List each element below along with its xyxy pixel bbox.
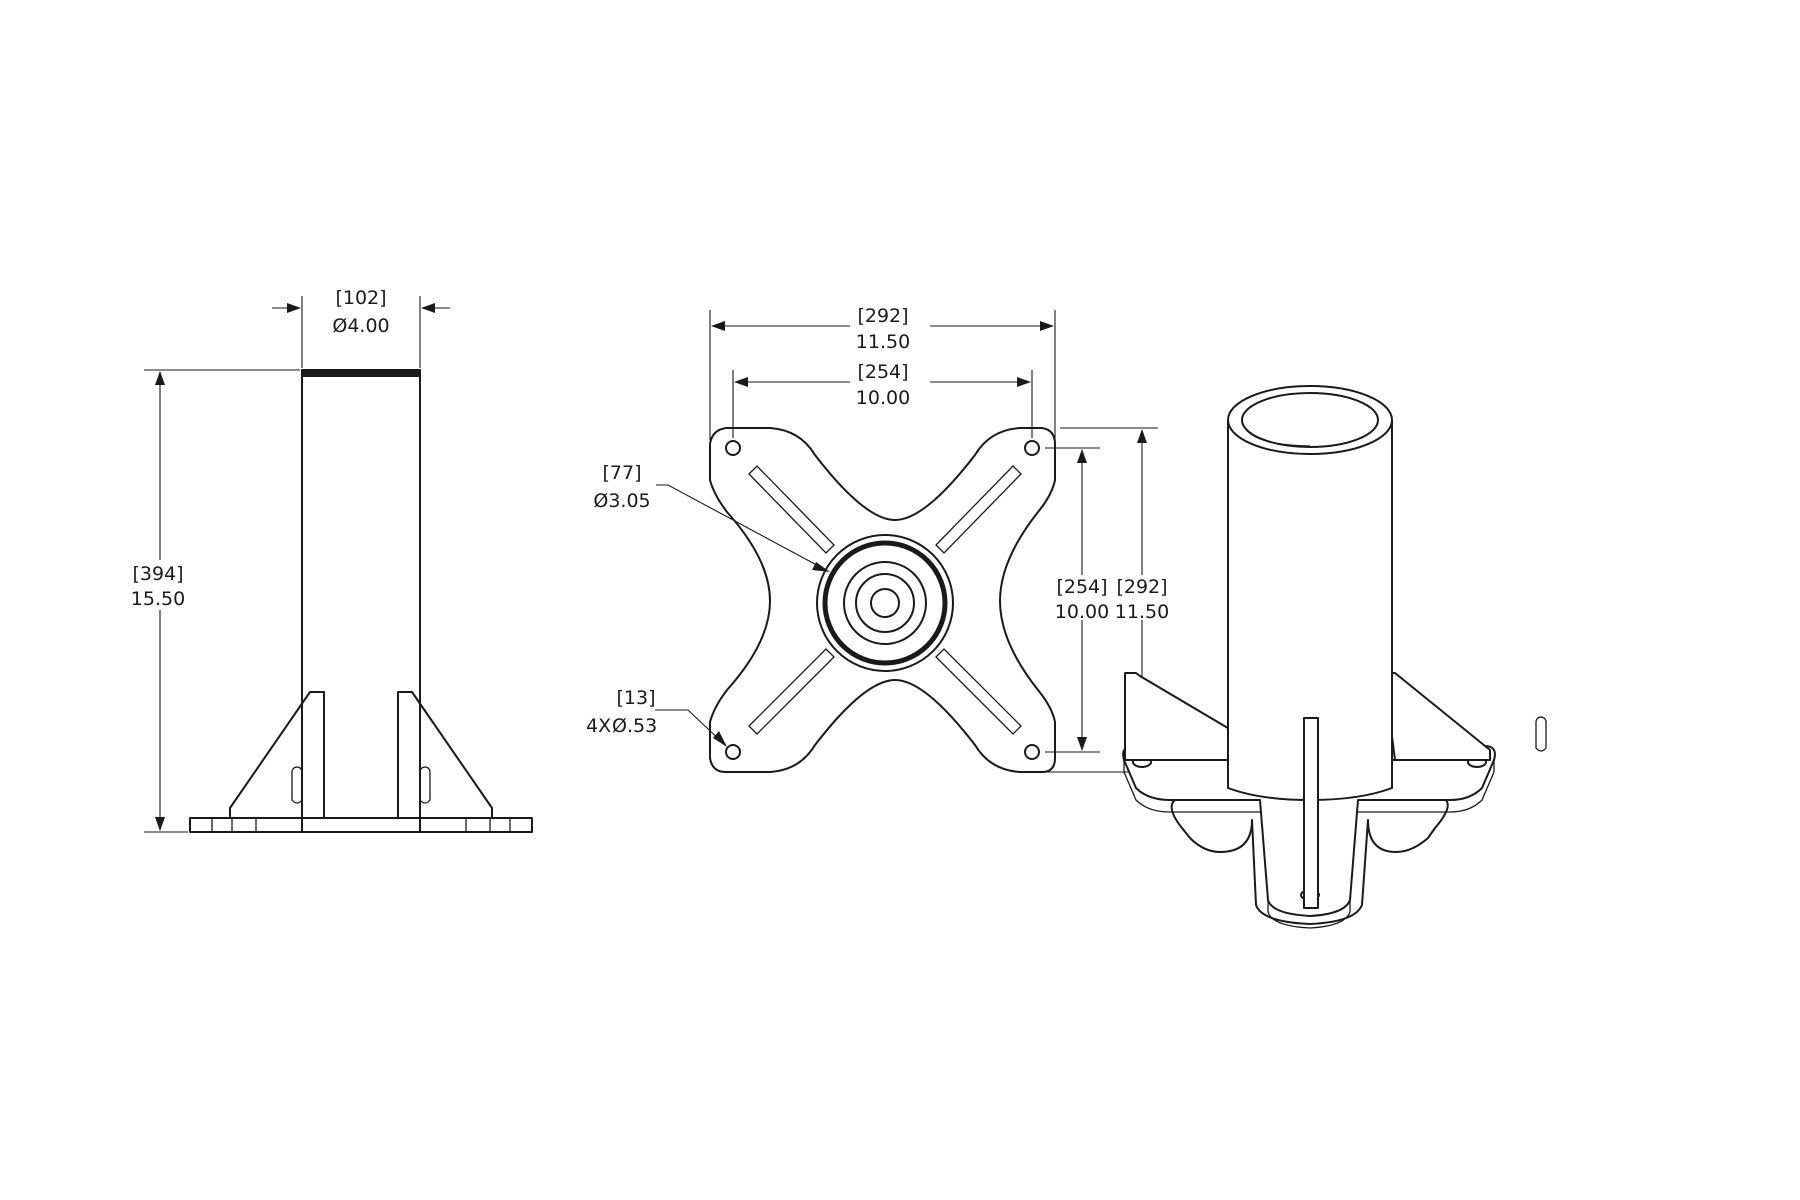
side-pipe [301,369,421,833]
top-hub-inner [855,573,915,633]
top-corner-holes-count: 4X [586,715,611,737]
iso-pipe-top [1227,385,1393,455]
top-slot-ne [935,465,1022,554]
top-center-hole-imperial: Ø3.05 [593,490,650,512]
side-base-plate-segments [211,818,511,832]
top-width-outer-dimension: [292] 11.50 [709,305,1056,440]
side-height-imperial: 15.50 [131,588,185,610]
iso-plate-bottom [1170,793,1449,925]
top-hub-center [870,588,900,618]
top-hub-bore [843,561,927,645]
top-hole-ne [1024,440,1040,456]
side-view: [102] Ø4.00 [394] 15.50 [131,287,533,833]
top-height-outer-imperial: 11.50 [1115,601,1169,623]
side-diameter-imperial: Ø4.00 [332,315,389,337]
top-slot-nw [748,465,835,554]
top-hub-ring [822,540,948,666]
top-width-outer-imperial: 11.50 [856,331,910,353]
iso-pipe-bore-inner [1241,419,1311,447]
top-center-hole-callout: [77] Ø3.05 [593,462,830,572]
side-height-metric: [394] [132,563,183,585]
top-x-plate [709,427,1056,773]
top-corner-holes-metric: [13] [616,687,655,709]
side-base-plate [189,817,533,833]
top-height-inner-metric: [254] [1056,576,1107,598]
top-corner-holes-imperial: Ø.53 [612,715,657,737]
top-hole-se [1024,744,1040,760]
top-center-hole-metric: [77] [602,462,641,484]
top-width-inner-dimension: [254] 10.00 [732,361,1033,438]
top-hub-outer [816,534,954,672]
top-width-outer-metric: [292] [857,305,908,327]
top-height-inner-imperial: 10.00 [1055,601,1109,623]
side-diameter-metric: [102] [335,287,386,309]
top-hole-nw [725,440,741,456]
side-diameter-dimension: [102] Ø4.00 [272,287,450,368]
side-pipe-rim [302,370,420,377]
iso-keyhole-right [1535,716,1547,752]
side-gusset-right [397,691,493,819]
isometric-view [1122,385,1547,929]
top-corner-holes-callout: [13] 4X Ø.53 [586,687,727,747]
top-slot-sw [748,648,835,735]
top-width-inner-imperial: 10.00 [856,387,910,409]
top-hole-sw [725,744,741,760]
side-keyhole-right [419,766,431,804]
side-height-dimension: [394] 15.50 [131,369,300,833]
top-view: [292] 11.50 [254] 10.00 [254] 10.00 [586,305,1169,773]
iso-gusset-right [1383,672,1491,761]
iso-plate-edges [1123,760,1495,929]
top-width-inner-metric: [254] [857,361,908,383]
top-height-outer-metric: [292] [1116,576,1167,598]
iso-gusset-front [1303,717,1319,909]
side-keyhole-left [291,766,303,804]
top-slot-se [935,648,1022,735]
top-height-inner-dimension: [254] 10.00 [1045,447,1109,753]
side-gusset-left [229,691,325,819]
